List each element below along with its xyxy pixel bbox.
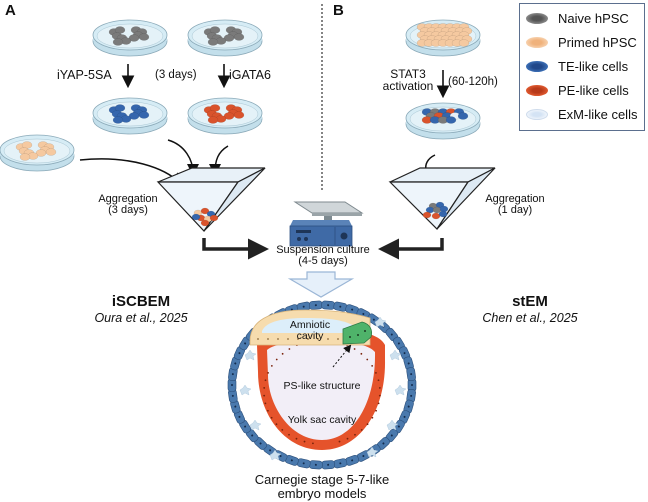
arrow-te-to-well [167,139,199,176]
exm-cell [239,384,252,396]
cell [138,111,150,119]
cell [233,33,245,41]
petri-dish-pe [187,97,263,135]
cell [45,148,57,156]
pe-like-cell-icon [526,84,548,96]
cell [209,214,219,222]
down-arrow-icon [287,271,355,298]
exm-cell [394,384,407,396]
ps-like-structure-label: PS-like structure [283,380,361,392]
legend-item-te: TE-like cells [526,56,628,76]
igata6-label: iGATA6 [229,68,271,82]
petri-dish-primed-b [405,19,481,57]
amniotic-cavity [262,318,356,333]
panel-label-a: A [5,2,16,19]
te-like-cell-icon [526,60,548,72]
cell [138,33,150,41]
cell [128,112,140,120]
te-cell [284,454,299,466]
petri-dish-naive-1 [92,19,168,57]
cell [112,116,124,124]
panel-b-duration: (60-120h) [448,76,498,88]
primed-hpsc-cell-icon [526,36,548,48]
panel-a-duration: (3 days) [155,69,197,81]
te-cell [321,300,336,310]
exm-cell [244,349,257,361]
te-cell [308,460,323,470]
yolk-sac-cavity-label: Yolk sac cavity [287,414,357,426]
petri-dish-primed-a [0,134,75,172]
amniotic-label-line1: Amniotic [289,319,331,331]
aggregation-a-duration: (3 days) [108,204,148,216]
petri-dish-te [92,97,168,135]
aggregation-b-label: Aggregation [485,193,545,205]
petri-dish-naive-2 [187,19,263,57]
cell [438,210,448,218]
cell [200,219,210,227]
aggregation-well-b [388,167,496,230]
ps-like-structure [342,321,372,345]
iyap-label: iYAP-5SA [57,68,112,82]
stem-reference: Chen et al., 2025 [482,311,578,325]
te-cell [406,367,416,382]
petri-dish-mixed-b [405,102,481,140]
arrow-a-to-suspension [202,238,269,260]
legend-item-naive: Naive hPSC [526,8,629,28]
cell [458,39,470,47]
ps-pointer-arrow [332,344,352,368]
cell [200,207,210,215]
cell [191,213,201,221]
cell [112,38,124,46]
exm-cell [366,446,379,458]
iscbem-reference: Oura et al., 2025 [94,311,188,325]
embryo-model [226,299,418,471]
te-cell [321,460,336,470]
result-label-line2: embryo models [277,486,367,501]
cell [457,112,469,120]
stat3-label-line2: activation [382,79,434,93]
suspension-culture-label: Suspension culture [276,244,370,256]
panel-label-b: B [333,2,344,19]
exm-cell [386,419,399,431]
cell [207,116,219,124]
cell [431,212,441,220]
cell [422,211,432,219]
cell [35,149,47,157]
te-cell [308,300,323,310]
legend-item-primed: Primed hPSC [526,32,637,52]
iscbem-title: iSCBEM [111,293,171,310]
stem-title: stEM [512,293,548,310]
legend: Naive hPSC Primed hPSC TE-like cells PE-… [519,3,645,131]
aggregation-well-a [156,167,266,232]
legend-item-exm: ExM-like cells [526,104,637,124]
exm-cell [374,316,387,328]
amniotic-label-line2: cavity [296,330,324,342]
te-cell [398,409,411,424]
cell [128,34,140,42]
result-label-line1: Carnegie stage 5-7-like [254,472,390,487]
shaker-icon [289,201,364,247]
exm-cell [389,349,402,361]
cell [223,112,235,120]
yolk-sac-cavity [267,342,376,440]
stat3-label-line1: STAT3 [390,67,426,81]
aggregation-b-duration: (1 day) [497,204,533,216]
arrow-b-to-suspension [378,238,444,260]
cell [19,153,31,161]
cell [445,116,457,124]
cell [207,38,219,46]
exm-like-cell-icon [526,108,548,120]
cell [223,34,235,42]
aggregation-a-label: Aggregation [98,193,158,205]
naive-hpsc-cell-icon [526,12,548,24]
exm-cell [269,449,282,461]
legend-item-pe: PE-like cells [526,80,629,100]
cell [233,111,245,119]
suspension-culture-duration: (4-5 days) [298,255,348,267]
exm-cell [249,419,262,431]
